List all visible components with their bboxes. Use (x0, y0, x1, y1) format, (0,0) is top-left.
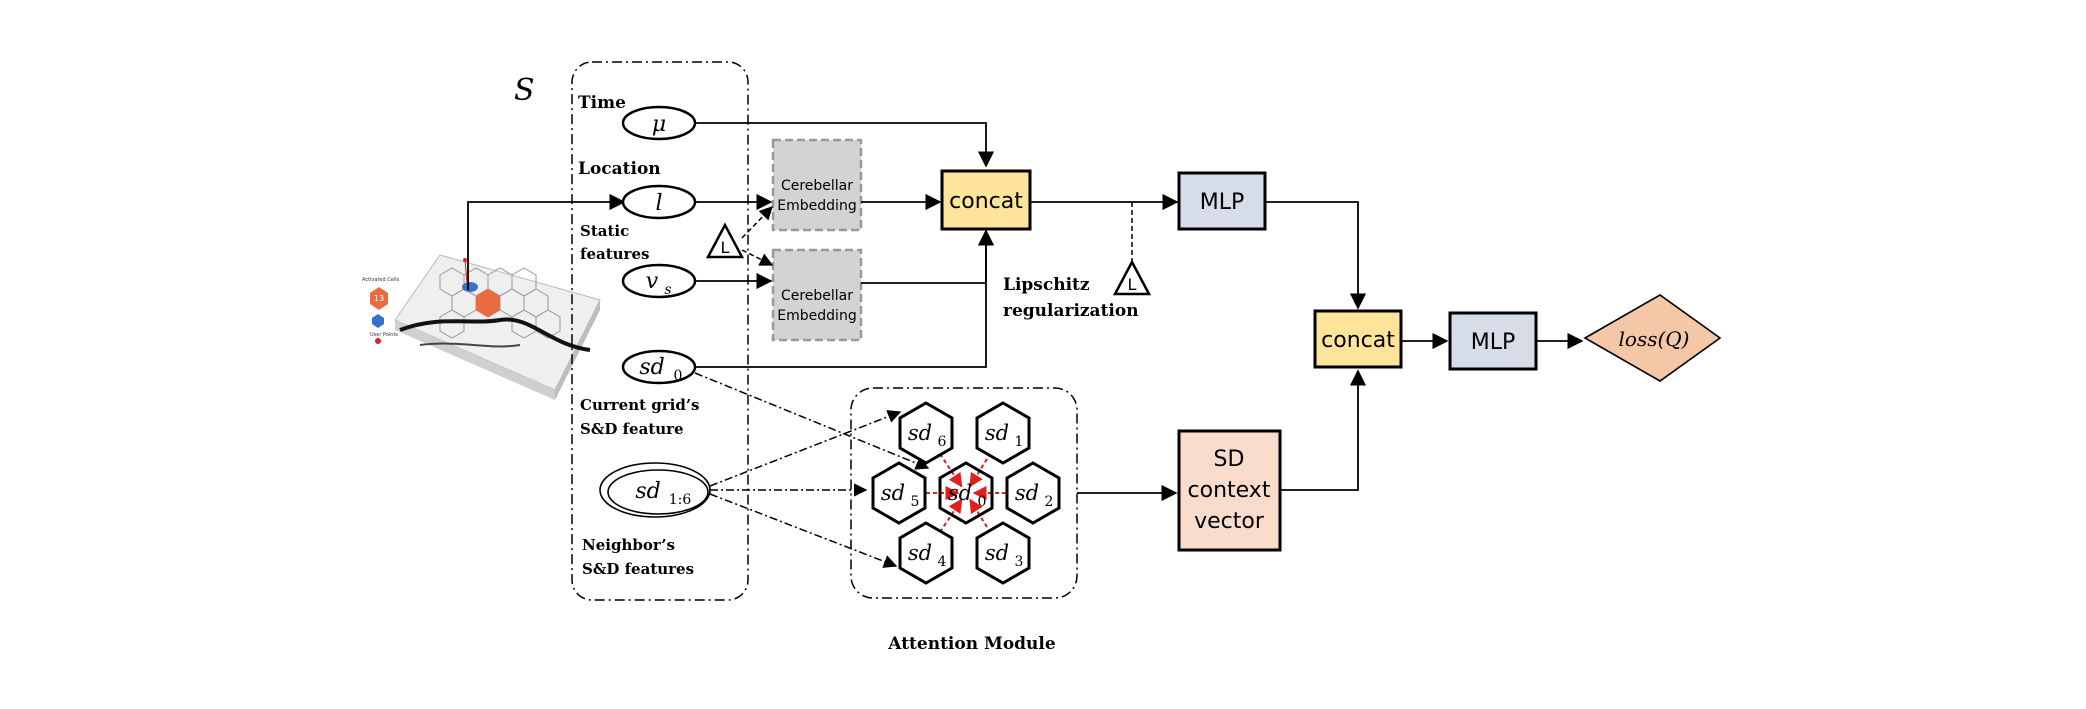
location-symbol: l (655, 191, 662, 216)
embedding-2-to-concat-arrow (861, 229, 995, 284)
concat-box-1 (940, 169, 1032, 231)
grid-legend-label: Grid (370, 309, 381, 315)
set-label: S (514, 73, 535, 108)
hex-node-sd3 (975, 521, 1031, 585)
input-set-box (571, 61, 749, 601)
hex-node-sd0 (938, 461, 994, 525)
embedding-1-line2: Embedding (777, 198, 856, 214)
cerebellar-embedding-2 (771, 248, 863, 342)
user-points-legend-icon (375, 338, 381, 344)
time-to-concat-arrow (695, 122, 995, 168)
hex-node-subscript: 6 (938, 434, 947, 450)
hex-node-label: sd (985, 541, 1009, 565)
hex-node-label: sd (1015, 481, 1039, 505)
sd-context-line1: SD (1214, 447, 1245, 472)
lipschitz-to-embedding-1 (741, 206, 773, 239)
lipschitz-label-line1: Lipschitz (1003, 275, 1090, 295)
neighbor-to-sd6-arrow (709, 410, 902, 487)
mlp-2-label: MLP (1471, 330, 1516, 355)
attention-module-box (850, 387, 1078, 599)
sd-context-vector-box (1177, 429, 1282, 552)
mlp-box-1 (1177, 171, 1267, 231)
attention-hex-grid: sd 6 sd 1 sd 5 sd 0 sd 2 sd 4 sd 3 (871, 401, 1061, 585)
neighbor-to-sd4-arrow (709, 493, 898, 568)
mlp-box-2 (1448, 311, 1538, 371)
hex-node-label: sd (908, 421, 932, 445)
neighbor-symbol-sub: 1:6 (669, 492, 692, 508)
hex-node-label: sd (948, 481, 972, 505)
lipschitz-marker-right-label: L (1128, 275, 1137, 294)
activated-count: 13 (374, 294, 384, 303)
static-features-node (621, 263, 697, 299)
hex-node-subscript: 2 (1045, 494, 1054, 510)
hex-node-label: sd (985, 421, 1009, 445)
current-label-line2: S&D feature (580, 420, 684, 438)
hex-node-label: sd (881, 481, 905, 505)
lipschitz-marker-left-label: L (721, 238, 730, 257)
hex-node-subscript: 3 (1015, 554, 1024, 570)
user-points-label: User Points (370, 332, 398, 338)
static-symbol: v (646, 269, 659, 294)
mlp-1-to-concat-2-arrow (1265, 201, 1367, 310)
embedding-2-line1: Cerebellar (781, 288, 853, 304)
road-path (399, 317, 591, 352)
lipschitz-to-embedding-2 (741, 249, 774, 266)
current-to-concat-arrow (695, 229, 995, 368)
hex-node-sd6 (898, 401, 954, 465)
hex-node-sd1 (975, 401, 1031, 465)
hex-node-subscript: 5 (911, 494, 920, 510)
loss-diamond (1583, 294, 1722, 382)
embedding-2-line2: Embedding (777, 308, 856, 324)
grid-legend-icon (372, 314, 384, 328)
concat-1-label: concat (949, 189, 1023, 214)
time-symbol: μ (652, 112, 666, 137)
hex-node-subscript: 4 (938, 554, 947, 570)
static-symbol-sub: s (664, 282, 671, 298)
user-cluster-marker (462, 282, 478, 292)
hex-node-subscript: 1 (1015, 434, 1024, 450)
current-symbol-sub: 0 (674, 368, 683, 384)
sd-context-to-concat-2-arrow (1280, 369, 1367, 491)
mlp-1-label: MLP (1200, 190, 1245, 215)
neighbor-node-inner (607, 469, 709, 515)
hex-node-sd5 (871, 461, 927, 525)
sd-context-line3: vector (1194, 509, 1265, 534)
time-label: Time (578, 93, 626, 113)
hex-node-subscript: 0 (978, 494, 987, 510)
hex-node-label: sd (908, 541, 932, 565)
attention-module-title: Attention Module (887, 634, 1056, 654)
hex-node-sd2 (1005, 461, 1061, 525)
activated-cells-legend-icon (370, 287, 388, 310)
static-label-line2: features (580, 245, 649, 263)
concat-box-2 (1313, 309, 1403, 369)
lipschitz-label-line2: regularization (1003, 301, 1139, 321)
hex-node-sd4 (898, 521, 954, 585)
concat-2-label: concat (1321, 328, 1395, 353)
cerebellar-embedding-1 (771, 138, 863, 232)
lipschitz-marker-right (1112, 259, 1152, 296)
neighbor-symbol: sd (635, 479, 660, 504)
current-label-line1: Current grid’s (580, 396, 700, 414)
current-symbol: sd (639, 355, 664, 380)
city-map-thumbnail: 13 Activated Cells Grid User Points (362, 254, 601, 400)
lipschitz-marker-left (705, 222, 745, 259)
current-to-attention-arrow (694, 372, 930, 470)
static-label-line1: Static (580, 222, 629, 240)
location-label: Location (578, 159, 661, 179)
loss-label: loss(Q) (1619, 327, 1690, 351)
embedding-1-line1: Cerebellar (781, 178, 853, 194)
activated-cells-label: Activated Cells (362, 277, 400, 283)
neighbor-label-line1: Neighbor’s (582, 536, 675, 554)
sd-context-line2: context (1188, 478, 1271, 503)
activated-cell (476, 289, 500, 317)
neighbor-label-line2: S&D features (582, 560, 694, 578)
